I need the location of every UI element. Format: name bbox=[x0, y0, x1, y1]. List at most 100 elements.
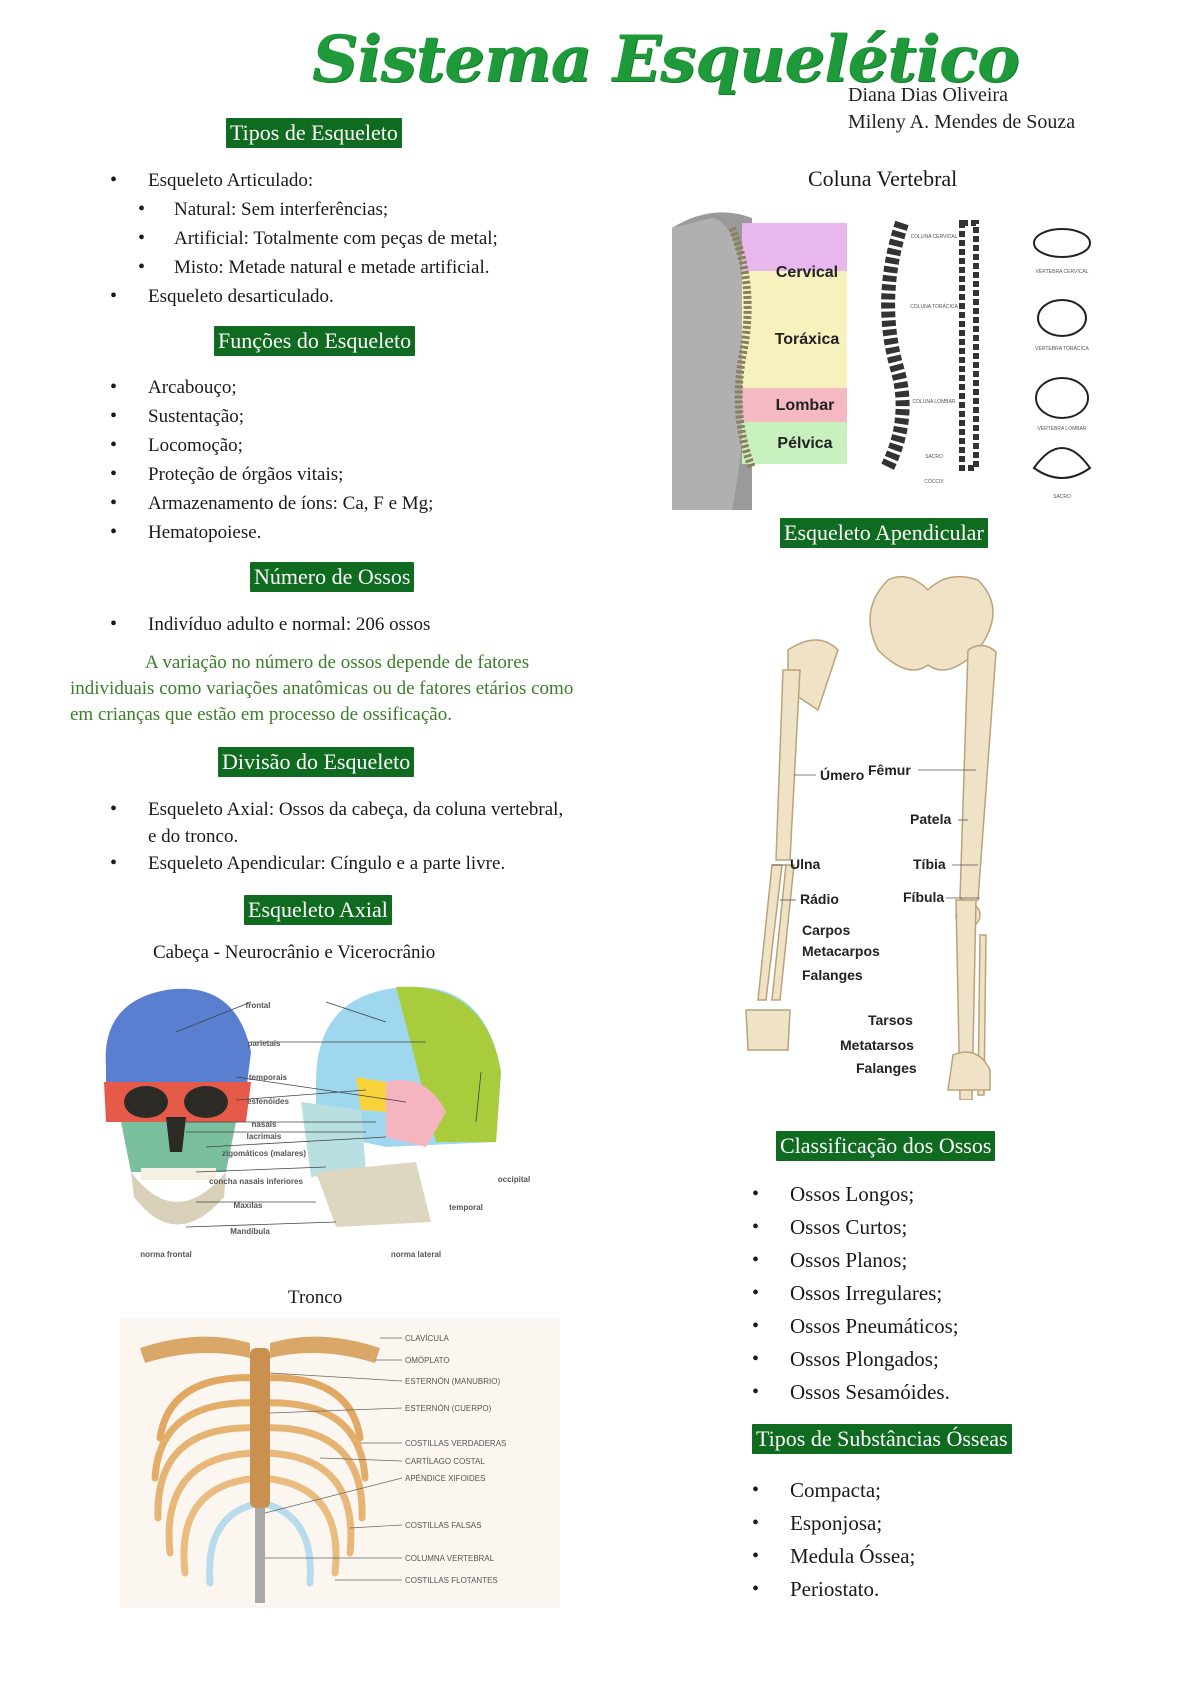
hand bbox=[745, 1009, 791, 1051]
authors: Diana Dias Oliveira Mileny A. Mendes de … bbox=[848, 82, 1075, 136]
list-numero-ossos: Indivíduo adulto e normal: 206 ossos bbox=[110, 610, 430, 639]
ribs bbox=[151, 1374, 369, 1587]
list-item: Hematopoiese. bbox=[110, 518, 433, 547]
skull-label: norma lateral bbox=[391, 1250, 441, 1259]
fibula bbox=[977, 934, 987, 1096]
bone-label-umero: Úmero bbox=[820, 766, 864, 783]
vertebra-cervical-icon bbox=[1033, 228, 1091, 258]
skull-label: zigomáticos (malares) bbox=[222, 1149, 306, 1158]
umero bbox=[775, 669, 801, 861]
spine-side-view bbox=[880, 220, 910, 472]
clavicle-right bbox=[270, 1336, 380, 1363]
bone-label-metatarsos: Metatarsos bbox=[840, 1037, 914, 1053]
spine-curve bbox=[728, 226, 756, 470]
sternum bbox=[250, 1348, 270, 1508]
vertebra-label: VÉRTEBRA TORÁCICA bbox=[1035, 345, 1089, 352]
thorax-label: COSTILLAS VERDADERAS bbox=[405, 1439, 506, 1448]
list-item: Medula Óssea; bbox=[752, 1540, 915, 1573]
foot bbox=[947, 1051, 991, 1091]
caption-tronco: Tronco bbox=[288, 1287, 343, 1308]
thorax-label: CARTÍLAGO COSTAL bbox=[405, 1457, 485, 1466]
coluna-title: Coluna Vertebral bbox=[808, 166, 958, 191]
bone-label-femur: Fêmur bbox=[868, 762, 911, 778]
region-label-lombar: Lombar bbox=[776, 397, 835, 414]
skull-label: norma frontal bbox=[140, 1250, 192, 1259]
list-item: Misto: Metade natural e metade artificia… bbox=[110, 253, 498, 282]
list-item: Ossos Planos; bbox=[752, 1244, 959, 1277]
list-item: Compacta; bbox=[752, 1474, 915, 1507]
list-item: Ossos Curtos; bbox=[752, 1211, 959, 1244]
teeth bbox=[141, 1168, 216, 1180]
region-lombar-band bbox=[742, 388, 847, 422]
list-funcoes: Arcabouço; Sustentação; Locomoção; Prote… bbox=[110, 373, 433, 547]
caption-cabeca: Cabeça - Neurocrânio e Vicerocrânio bbox=[153, 942, 436, 963]
list-item: Ossos Pneumáticos; bbox=[752, 1310, 959, 1343]
heading-tipos-esqueleto: Tipos de Esqueleto bbox=[226, 118, 402, 148]
spine-small-label: COLUNA TORÁCICA bbox=[910, 303, 958, 310]
mandible-lateral bbox=[316, 1162, 431, 1227]
thorax-label: COLUMNA VERTEBRAL bbox=[405, 1554, 495, 1563]
maxilla-lateral bbox=[301, 1102, 366, 1177]
spine-small-label: COLUNA LOMBAR bbox=[912, 399, 955, 405]
mandible bbox=[131, 1172, 226, 1225]
heading-classificacao: Classificação dos Ossos bbox=[776, 1131, 996, 1161]
skull-label: lacrimais bbox=[247, 1132, 282, 1141]
femur bbox=[959, 644, 997, 903]
orbit-right bbox=[184, 1086, 228, 1118]
heading-divisao: Divisão do Esqueleto bbox=[218, 747, 415, 777]
list-item: Proteção de órgãos vitais; bbox=[110, 460, 433, 489]
skull-label: temporal bbox=[449, 1203, 483, 1212]
list-item: Artificial: Totalmente com peças de meta… bbox=[110, 224, 498, 253]
list-item: Esqueleto desarticulado. bbox=[110, 282, 498, 311]
vertebra-lombar-icon bbox=[1035, 377, 1089, 419]
list-item: Natural: Sem interferências; bbox=[110, 195, 498, 224]
bone-label-patela: Patela bbox=[910, 811, 951, 827]
note-variacao: A variação no número de ossos depende de… bbox=[70, 652, 574, 725]
list-item: Armazenamento de íons: Ca, F e Mg; bbox=[110, 489, 433, 518]
scapula bbox=[787, 639, 839, 712]
region-toraxica-band bbox=[742, 271, 847, 388]
skull-label: concha nasais inferiores bbox=[209, 1177, 303, 1186]
list-divisao: Esqueleto Axial: Ossos da cabeça, da col… bbox=[110, 796, 570, 877]
list-item: Esqueleto Axial: Ossos da cabeça, da col… bbox=[110, 796, 570, 850]
list-item: Esqueleto Apendicular: Cíngulo e a parte… bbox=[110, 850, 570, 877]
heading-substancias: Tipos de Substâncias Ósseas bbox=[752, 1424, 1012, 1454]
bone-label-ulna: Ulna bbox=[790, 856, 821, 872]
thorax-label: ESTERNÓN (CUERPO) bbox=[405, 1404, 492, 1413]
region-pelvica-band bbox=[742, 422, 847, 464]
list-item: Esqueleto Articulado: bbox=[110, 166, 498, 195]
skull-illustration: frontal parietais temporais esfenóides n… bbox=[104, 986, 530, 1259]
heading-axial: Esqueleto Axial bbox=[244, 895, 392, 925]
vertebral-column bbox=[255, 1508, 265, 1603]
sacro-icon bbox=[1032, 447, 1092, 479]
vertebra-label: SACRO bbox=[1053, 494, 1071, 500]
list-classificacao: Ossos Longos; Ossos Curtos; Ossos Planos… bbox=[752, 1178, 959, 1409]
list-item: Esponjosa; bbox=[752, 1507, 915, 1540]
thorax-label: ESTERNÓN (MANUBRIO) bbox=[405, 1377, 500, 1386]
list-item: Arcabouço; bbox=[110, 373, 433, 402]
vertebra-label: VÉRTEBRA CERVICAL bbox=[1036, 268, 1089, 275]
vertebra-label: VÉRTEBRA LOMBAR bbox=[1037, 425, 1086, 432]
skull-label: Mandíbula bbox=[230, 1227, 270, 1236]
orbit-left bbox=[124, 1086, 168, 1118]
skull-label: nasais bbox=[252, 1120, 277, 1129]
heading-apendicular: Esqueleto Apendicular bbox=[780, 518, 988, 548]
thorax-illustration: CLAVÍCULA OMÓPLATO ESTERNÓN (MANUBRIO) E… bbox=[120, 1318, 560, 1608]
heading-funcoes: Funções do Esqueleto bbox=[214, 326, 416, 356]
spine-illustration: Cervical Toráxica Lombar Pélvica COLUNA … bbox=[672, 212, 1092, 510]
list-item: Periostato. bbox=[752, 1573, 915, 1606]
region-label-cervical: Cervical bbox=[776, 264, 838, 281]
sphenoid-lateral bbox=[356, 1077, 386, 1112]
page-title: Sistema Esquelético bbox=[312, 22, 1020, 97]
list-item: Indivíduo adulto e normal: 206 ossos bbox=[110, 610, 430, 639]
skull-label: parietais bbox=[248, 1039, 281, 1048]
list-item: Ossos Plongados; bbox=[752, 1343, 959, 1376]
frontal-bone bbox=[105, 988, 251, 1092]
skull-label: temporais bbox=[249, 1073, 288, 1082]
list-item: Ossos Longos; bbox=[752, 1178, 959, 1211]
spine-small-label: SACRO bbox=[925, 454, 943, 460]
bone-label-falanges-pe: Falanges bbox=[856, 1060, 917, 1076]
thorax-label: CLAVÍCULA bbox=[405, 1334, 450, 1343]
thorax-label: OMÓPLATO bbox=[405, 1356, 450, 1365]
bone-label-fibula: Fíbula bbox=[903, 889, 944, 905]
